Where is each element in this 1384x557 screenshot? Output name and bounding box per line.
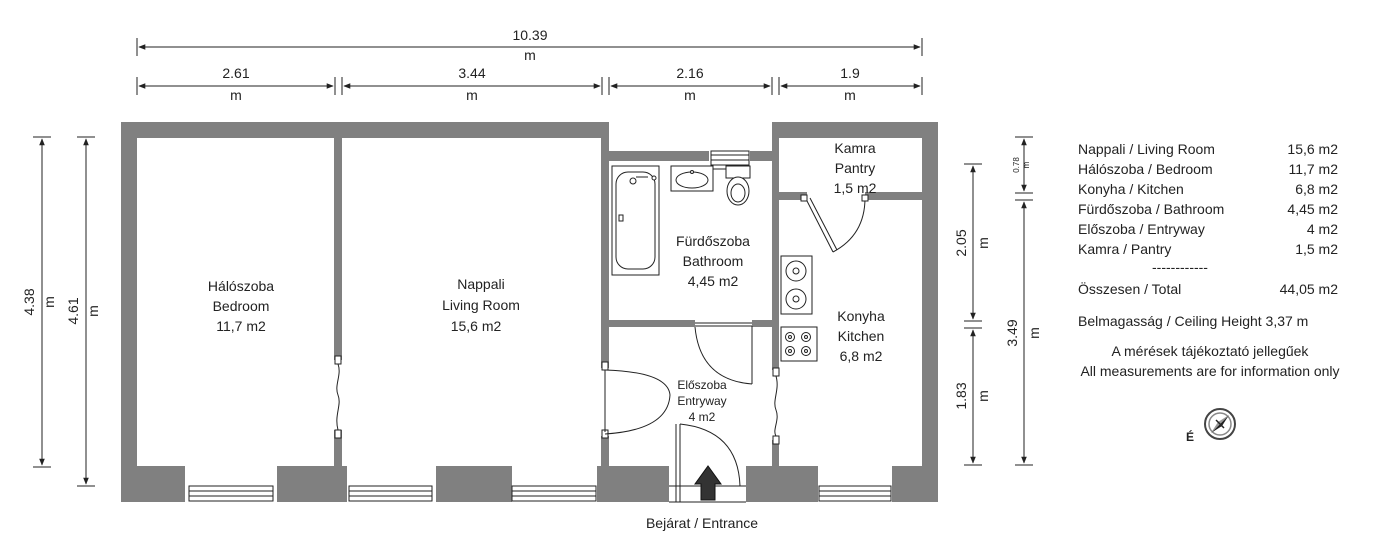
room-pantry-name-en: Pantry	[835, 160, 875, 176]
legend-row-label: Fürdőszoba / Bathroom	[1078, 201, 1225, 217]
legend-row-value: 1,5 m2	[1295, 241, 1338, 257]
room-kitchen-name-hu: Konyha	[837, 308, 885, 324]
note-hu: A mérések tájékoztató jellegűek	[1111, 343, 1309, 359]
legend-row: Kamra / Pantry 1,5 m2	[1060, 239, 1360, 259]
note-en: All measurements are for information onl…	[1080, 363, 1340, 379]
legend-row: Hálószoba / Bedroom 11,7 m2	[1060, 159, 1360, 179]
bathtub	[611, 165, 660, 276]
left-height-1: 4.38	[21, 288, 37, 315]
legend-row-value: 11,7 m2	[1288, 161, 1338, 177]
top-dimensions	[136, 38, 923, 95]
room-entryway-name-en: Entryway	[677, 394, 726, 408]
right-height-4: 3.49	[1004, 319, 1020, 346]
right-height-3: 0.78	[1012, 157, 1021, 173]
segment-width-2: 3.44	[458, 65, 485, 81]
legend-row-value: 4,45 m2	[1287, 201, 1338, 217]
legend-total-row: Összesen / Total 44,05 m2	[1060, 279, 1360, 299]
right-unit-1: m	[975, 237, 991, 249]
room-entryway-area: 4 m2	[689, 410, 716, 424]
legend-row: Fürdőszoba / Bathroom 4,45 m2	[1060, 199, 1360, 219]
legend-row: Konyha / Kitchen 6,8 m2	[1060, 179, 1360, 199]
segment-unit-4: m	[844, 87, 856, 103]
ceiling-height: Belmagasság / Ceiling Height 3,37 m	[1078, 313, 1309, 329]
room-bathroom-name-en: Bathroom	[683, 253, 744, 269]
room-entryway-name-hu: Előszoba	[677, 378, 727, 392]
legend-row-label: Konyha / Kitchen	[1078, 181, 1184, 197]
left-unit-2: m	[85, 305, 101, 317]
left-dimensions	[33, 136, 95, 487]
entrance-label: Bejárat / Entrance	[646, 515, 758, 531]
room-bedroom-name-en: Bedroom	[213, 298, 270, 314]
room-bedroom-name-hu: Hálószoba	[208, 278, 274, 294]
legend-total-label: Összesen / Total	[1078, 281, 1182, 297]
room-living-name-hu: Nappali	[457, 276, 504, 292]
room-living-area: 15,6 m2	[451, 318, 502, 334]
legend-row-label: Nappali / Living Room	[1078, 141, 1215, 157]
legend-row-label: Kamra / Pantry	[1078, 241, 1172, 257]
legend-total-value: 44,05 m2	[1279, 281, 1338, 297]
segment-width-4: 1.9	[840, 65, 860, 81]
legend-row-value: 6,8 m2	[1295, 181, 1338, 197]
left-unit-1: m	[41, 296, 57, 308]
segment-unit-3: m	[684, 87, 696, 103]
room-bathroom-name-hu: Fürdőszoba	[676, 233, 750, 249]
sink	[670, 165, 714, 192]
area-legend: Nappali / Living Room 15,6 m2 Hálószoba /…	[1060, 139, 1360, 381]
room-pantry-name-hu: Kamra	[834, 140, 875, 156]
room-living-name-en: Living Room	[442, 297, 520, 313]
room-bedroom-area: 11,7 m2	[216, 318, 266, 334]
legend-row: Nappali / Living Room 15,6 m2	[1060, 139, 1360, 159]
room-kitchen-area: 6,8 m2	[840, 348, 883, 364]
right-unit-2: m	[975, 390, 991, 402]
kitchen-sink	[780, 255, 813, 315]
compass-north-letter: É	[1186, 429, 1194, 444]
legend-row-label: Hálószoba / Bedroom	[1078, 161, 1213, 177]
room-kitchen-name-en: Kitchen	[838, 328, 885, 344]
segment-width-3: 2.16	[676, 65, 703, 81]
total-width-label: 10.39	[512, 27, 547, 43]
windows	[188, 150, 892, 502]
room-pantry-area: 1,5 m2	[834, 180, 877, 196]
right-height-1: 2.05	[953, 229, 969, 256]
legend-row-value: 4 m2	[1306, 221, 1338, 237]
segment-unit-1: m	[230, 87, 242, 103]
stove	[780, 326, 818, 362]
toilet	[725, 165, 751, 206]
legend-row-label: Előszoba / Entryway	[1078, 221, 1205, 237]
compass-icon	[1204, 408, 1236, 440]
legend-separator: ------------	[1152, 259, 1208, 275]
left-height-2: 4.61	[65, 297, 81, 324]
right-dimensions	[964, 136, 1033, 466]
entrance-arrow-icon	[694, 465, 722, 501]
total-width-unit: m	[524, 47, 536, 63]
right-height-2: 1.83	[953, 382, 969, 409]
legend-row: Előszoba / Entryway 4 m2	[1060, 219, 1360, 239]
door-gaps	[334, 192, 865, 440]
room-bathroom-area: 4,45 m2	[688, 273, 739, 289]
segment-unit-2: m	[466, 87, 478, 103]
legend-row-value: 15,6 m2	[1287, 141, 1338, 157]
right-unit-4: m	[1026, 327, 1042, 339]
segment-width-1: 2.61	[222, 65, 249, 81]
right-unit-3: m	[1022, 161, 1031, 168]
